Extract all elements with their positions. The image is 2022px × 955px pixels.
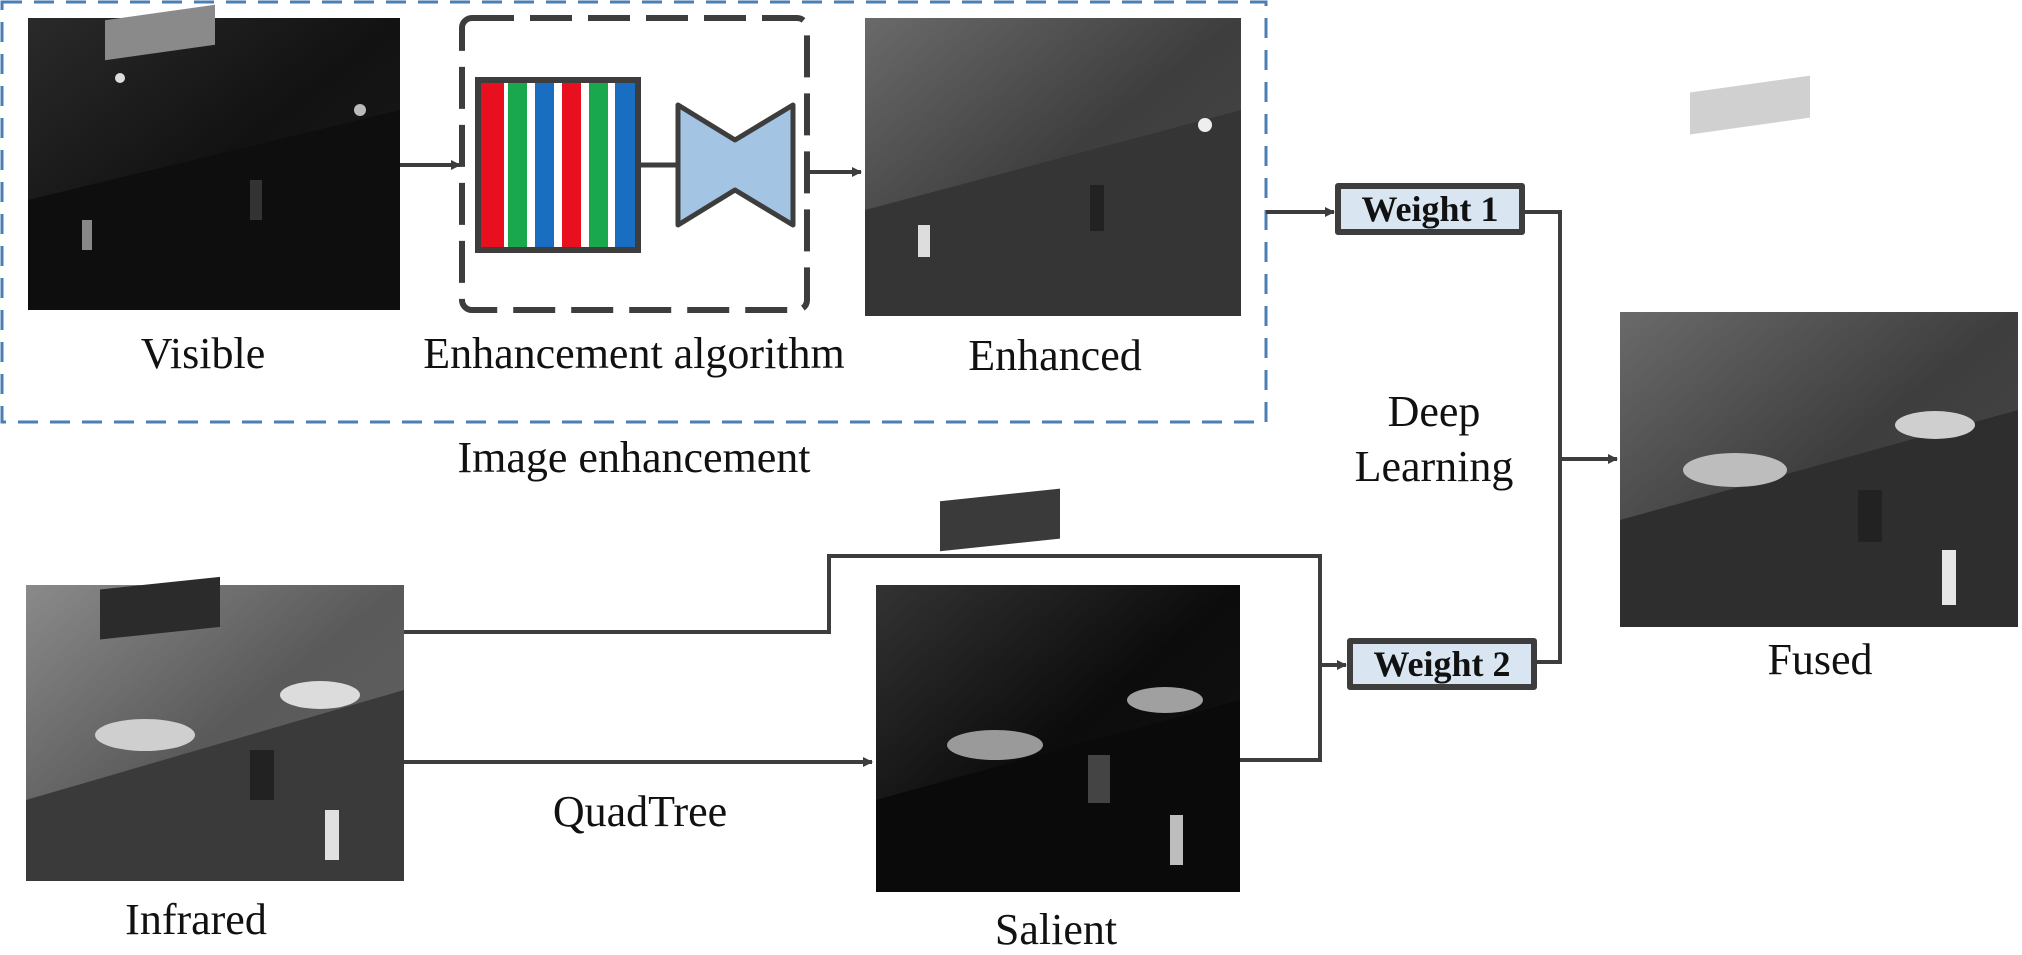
label-infrared: Infrared: [125, 895, 267, 944]
infrared-image: [26, 576, 404, 881]
salient-to-weight2-path: [1240, 665, 1322, 762]
visible-image: [28, 4, 400, 310]
label-quadtree: QuadTree: [552, 787, 728, 836]
label-visible: Visible: [140, 329, 266, 378]
label-deep-learning-line2: Learning: [1354, 442, 1514, 491]
weight1-to-junction: [1525, 210, 1562, 664]
label-fused: Fused: [1767, 635, 1873, 684]
infrared-to-weight2-path: [404, 554, 1347, 670]
label-image-enhancement: Image enhancement: [457, 433, 811, 482]
weight1-box: Weight 1: [1335, 183, 1525, 235]
salient-image: [876, 488, 1240, 892]
fused-image: [1620, 75, 2018, 627]
enhancement-algorithm-box: [459, 15, 810, 313]
network-shape: [675, 102, 796, 228]
label-deep-learning-line1: Deep: [1387, 387, 1481, 436]
label-salient: Salient: [994, 905, 1118, 954]
label-enhancement-algorithm: Enhancement algorithm: [423, 329, 845, 378]
connectors: [400, 160, 1618, 767]
weight2-box: Weight 2: [1347, 638, 1537, 690]
label-enhanced: Enhanced: [968, 331, 1142, 380]
enhanced-image: [865, 18, 1241, 316]
rgb-channel-stripes-icon: [475, 77, 641, 253]
